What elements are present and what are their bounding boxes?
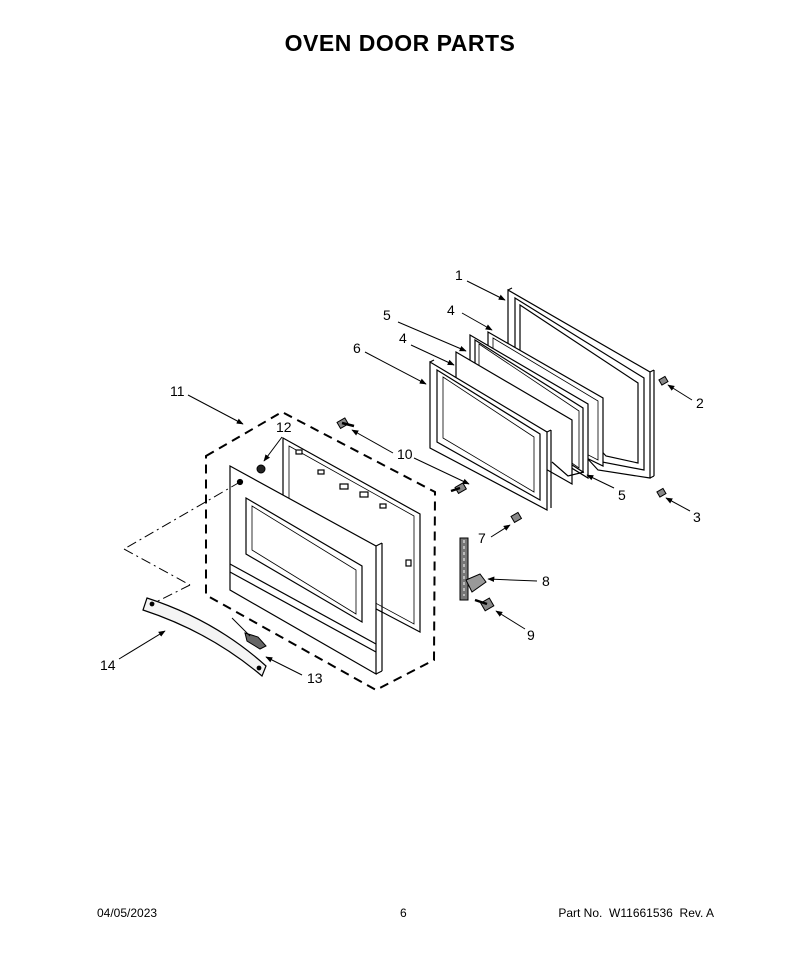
callout-5-lower: 5	[618, 487, 626, 503]
callout-12: 12	[276, 419, 292, 435]
screw-part-3	[656, 487, 667, 498]
inner-glass-frame	[429, 359, 552, 511]
screw-part-2	[658, 375, 669, 386]
callout-1: 1	[455, 267, 463, 283]
callout-2: 2	[696, 395, 704, 411]
handle-bracket	[244, 632, 267, 650]
footer-date: 04/05/2023	[97, 906, 158, 920]
handle-alignment-lines	[123, 481, 241, 605]
footer-part-info: Part No. W11661536 Rev. A	[558, 906, 714, 920]
callout-4-upper: 4	[447, 302, 455, 318]
screw-part-10	[336, 417, 468, 495]
callout-10: 10	[397, 446, 413, 462]
page-title: OVEN DOOR PARTS	[284, 30, 516, 56]
callout-9: 9	[527, 627, 535, 643]
callout-13: 13	[307, 670, 323, 686]
footer-page-number: 6	[400, 906, 407, 920]
door-hinge	[459, 537, 487, 601]
footer-revision: Rev. A	[679, 906, 714, 920]
screw-part-7	[510, 511, 523, 524]
door-grommet	[256, 464, 266, 474]
callout-14: 14	[100, 657, 116, 673]
callout-3: 3	[693, 509, 701, 525]
door-handle	[142, 597, 267, 677]
gasket-lower	[551, 461, 585, 477]
callout-5-upper: 5	[383, 307, 391, 323]
outer-door-panel	[229, 464, 383, 676]
callout-6: 6	[353, 340, 361, 356]
callout-4-lower: 4	[399, 330, 407, 346]
callout-8: 8	[542, 573, 550, 589]
callout-7: 7	[478, 530, 486, 546]
callout-labels: 1 2 3 4 4 5 5 6 7 8 9 10 11 12 13 14	[100, 267, 704, 686]
footer-part-number: W11661536	[609, 906, 673, 920]
hinge-screw	[474, 597, 495, 612]
callout-11: 11	[170, 383, 185, 399]
footer-part-label: Part No.	[558, 906, 603, 920]
callout-arrows	[118, 280, 693, 676]
door-assembly-outline	[205, 410, 437, 692]
